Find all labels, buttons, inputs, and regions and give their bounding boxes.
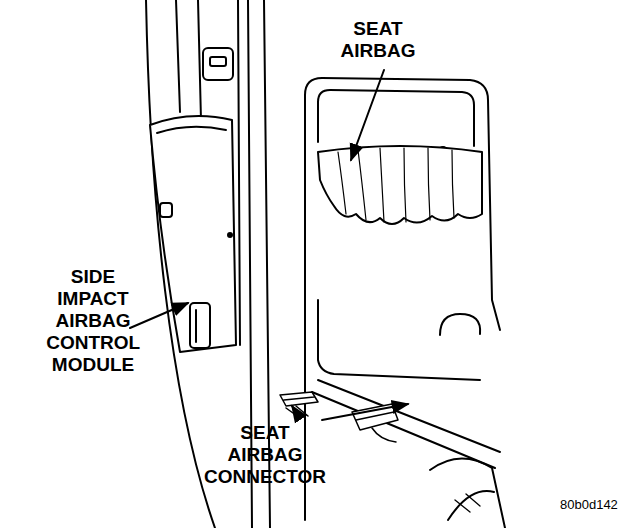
seat-pocket [318,90,474,146]
seat-side [318,300,480,380]
seat-frame [312,392,495,468]
leader-arrow [292,406,300,418]
panel-hole [160,203,172,217]
pillar-line [176,0,180,112]
slot-line [195,310,197,342]
part-label: SIDE IMPACT AIRBAG CONTROL MODULE [46,266,140,376]
seat-hook [440,314,480,335]
bracket-hatch [455,494,480,512]
belt-edge [238,0,240,345]
belt-edge [198,0,201,120]
floor-bracket [430,458,505,528]
panel-ridge [157,127,226,133]
airbag-pleats [338,148,454,222]
module-panel [150,116,236,352]
part-label: SEAT AIRBAG [341,18,416,62]
connector-a [280,392,318,406]
seat-frame [318,380,500,452]
leader-arrow [351,70,384,160]
leader-arrow [130,303,188,328]
seat-back [305,78,500,520]
belt-slot [210,57,226,66]
floor-bracket [448,491,494,520]
seat-airbag [318,146,482,224]
connector-wire [372,428,396,442]
belt-guide [203,48,233,80]
panel-slot [190,303,210,348]
connector-wires [286,406,308,418]
part-label: SEAT AIRBAG CONNECTOR [204,422,326,488]
figure-number: 80b0d142 [560,497,618,512]
panel-dot [228,233,232,237]
leader-arrow [322,404,408,420]
